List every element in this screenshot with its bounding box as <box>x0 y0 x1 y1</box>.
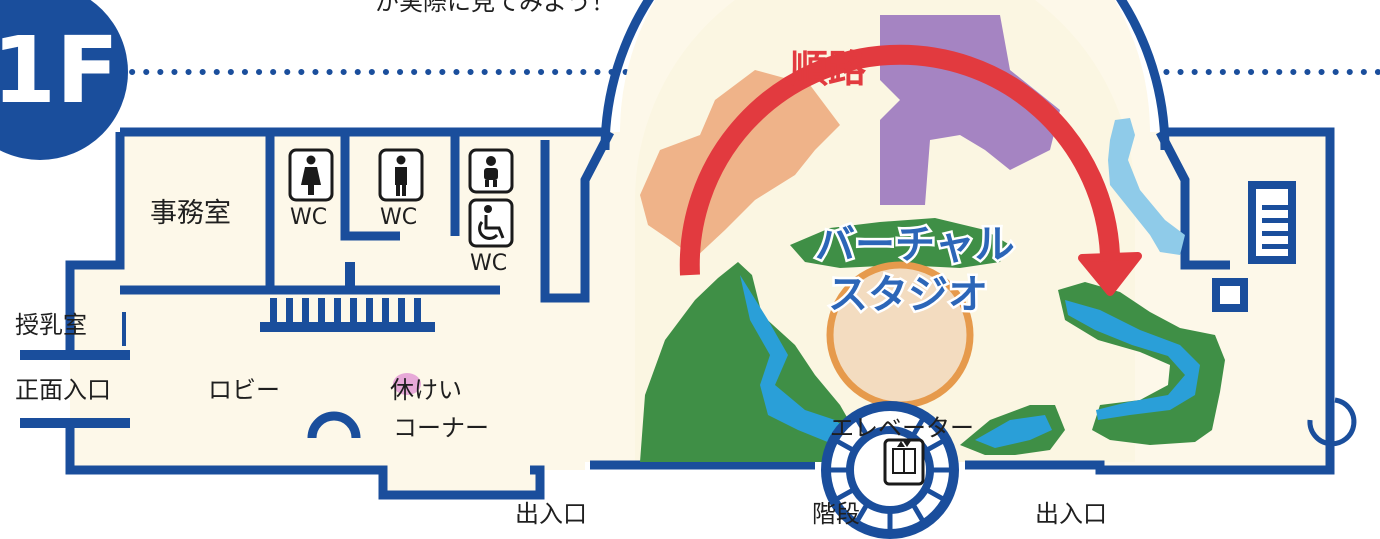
main-entrance-label: 正面入口 <box>15 376 111 404</box>
elevator-label: エレベーター <box>830 414 974 442</box>
stairs-label: 階段 <box>812 500 860 528</box>
men-toilet-icon <box>378 148 424 202</box>
lobby-arch-icon <box>307 411 361 439</box>
right-pillar <box>1212 278 1248 312</box>
rest-corner-label-2: コーナー <box>393 414 489 442</box>
rest-corner-highlight <box>393 373 421 395</box>
wheelchair-icon <box>468 198 514 248</box>
wc-accessible-label: WC <box>470 251 507 276</box>
exit-right-label: 出入口 <box>1035 500 1107 528</box>
blue-pool <box>1108 118 1185 255</box>
office-label: 事務室 <box>150 198 231 229</box>
studio-title-line1: バーチャル <box>815 222 1015 268</box>
rest-corner-label-1: 休けい <box>390 376 462 404</box>
entrance-wall-bottom <box>20 418 130 428</box>
route-arrowhead <box>1078 252 1142 296</box>
lobby-steps <box>260 262 435 332</box>
baby-changing-icon <box>468 148 514 194</box>
river-bottom <box>975 415 1052 448</box>
green-mountain-left <box>640 262 875 462</box>
walls <box>65 0 1335 500</box>
studio-title-line2: スタジオ <box>828 272 988 318</box>
floor-badge-label: 1F <box>0 17 119 124</box>
wc-men-label: WC <box>380 205 417 230</box>
right-door-arc-icon <box>1307 397 1357 447</box>
route-arrow <box>679 44 1120 276</box>
green-field-top <box>790 218 1010 268</box>
women-toilet-icon <box>288 148 334 202</box>
exit-left-label: 出入口 <box>515 500 587 528</box>
river-right <box>1065 300 1200 420</box>
right-staircase <box>1248 181 1296 264</box>
wc-women-label: WC <box>290 205 327 230</box>
studio-scenery <box>640 15 1225 462</box>
entrance-wall-top <box>20 350 130 360</box>
lobby-label: ロビー <box>208 376 280 404</box>
river-left <box>740 275 860 452</box>
nursing-room-label: 授乳室 <box>15 311 87 339</box>
floor-badge <box>0 0 128 160</box>
nursing-door <box>122 312 126 346</box>
elevator-icon <box>883 438 925 486</box>
route-label: 順路 <box>790 47 867 91</box>
top-note: が実際に見てみよう！ <box>375 0 615 16</box>
